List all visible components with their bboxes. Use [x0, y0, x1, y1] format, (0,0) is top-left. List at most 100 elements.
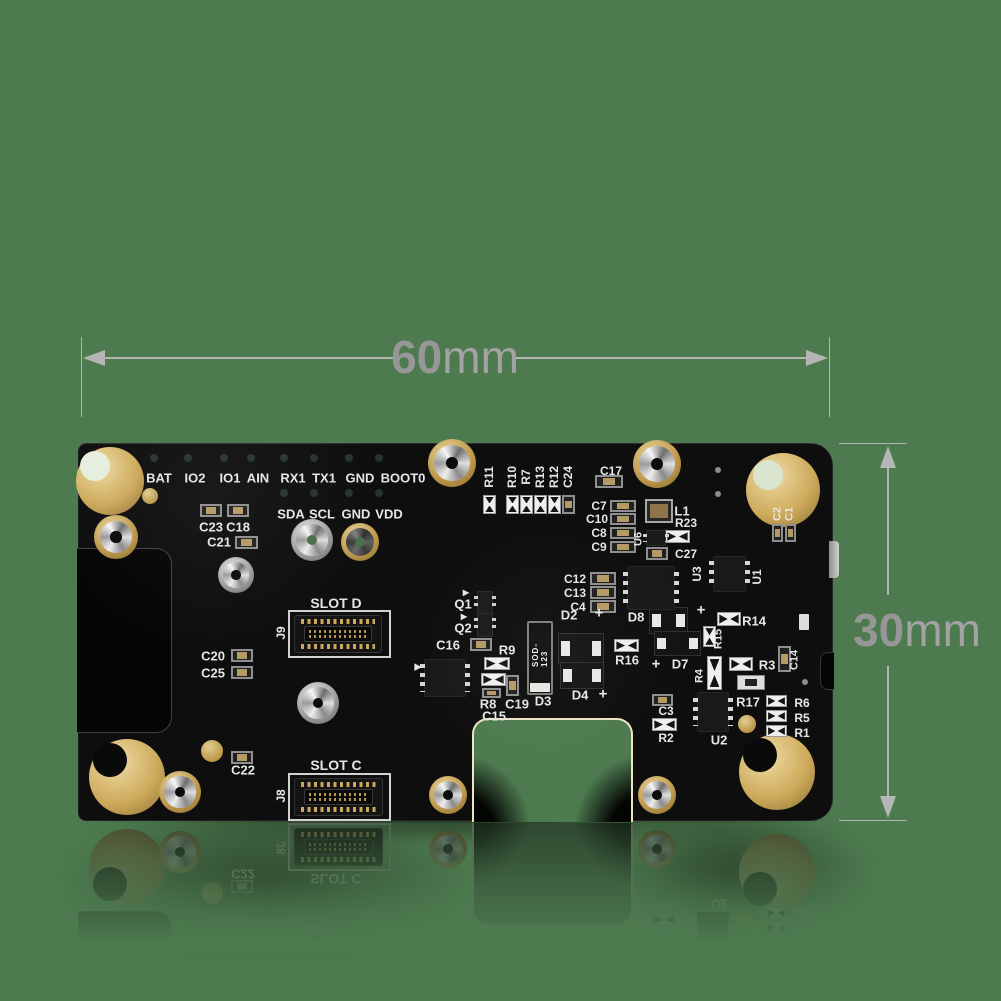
slot-pin-row — [301, 782, 376, 787]
dim-v-line-top — [887, 460, 889, 595]
pad-hole — [280, 454, 288, 462]
capacitor — [785, 524, 796, 542]
resistor — [484, 657, 510, 670]
silk-R5: R5 — [794, 711, 810, 725]
silk-IO2: IO2 — [184, 470, 206, 486]
capacitor — [646, 547, 668, 560]
capacitor — [610, 541, 636, 553]
silk-RX1: RX1 — [280, 470, 306, 486]
capacitor — [610, 513, 636, 525]
silk-D2: D2 — [560, 607, 578, 623]
pad-hole — [345, 489, 353, 497]
silk-C2: C2 — [771, 506, 784, 522]
capacitor — [506, 675, 519, 696]
silk-R2: R2 — [658, 731, 674, 745]
fiducial-dot — [715, 491, 721, 497]
silk-R12: R12 — [547, 465, 561, 489]
silk-x: ▶ — [460, 612, 468, 621]
pad-hole — [150, 454, 158, 462]
screw — [429, 776, 467, 814]
silk-C20: C20 — [201, 648, 225, 664]
resistor — [766, 725, 787, 737]
capacitor — [590, 572, 616, 585]
silk-C10: C10 — [585, 512, 609, 526]
screw — [291, 519, 333, 561]
mount-pad-hole — [93, 743, 127, 777]
silk-x: + — [598, 685, 608, 703]
slot-inner-socket — [304, 626, 372, 642]
silk-U1: U1 — [750, 569, 764, 585]
dim-h-value: 60 — [391, 331, 443, 383]
capacitor — [200, 504, 222, 517]
ic-chip — [709, 556, 750, 592]
slot-outline-J8 — [288, 773, 391, 821]
silk-R1: R1 — [794, 726, 810, 740]
silk-C13: C13 — [563, 586, 587, 600]
pad-hole — [184, 454, 192, 462]
silk-C9: C9 — [591, 540, 607, 554]
mount-pad-hole — [743, 738, 777, 772]
silk-GND: GND — [345, 470, 375, 486]
screw-hole — [652, 790, 662, 800]
reflection-fade — [0, 823, 1001, 953]
resistor — [481, 673, 506, 686]
silk-R7: R7 — [519, 469, 533, 485]
fiducial-dot — [715, 467, 721, 473]
screw-hole — [445, 456, 459, 470]
pad-hole — [220, 454, 228, 462]
dim-v-value: 30 — [853, 604, 905, 656]
silk-Q2: Q2 — [454, 620, 472, 636]
silk-IO1: IO1 — [219, 470, 241, 486]
silk-R16: R16 — [615, 652, 639, 668]
silk-U3: U3 — [690, 566, 704, 582]
silk-R8: R8 — [479, 696, 497, 712]
screw — [159, 771, 201, 813]
silk-C23: C23 — [199, 519, 223, 535]
silk-R4: R4 — [693, 668, 706, 684]
resistor — [483, 495, 496, 514]
silk-x: + — [594, 604, 604, 622]
silk-R11: R11 — [482, 466, 496, 488]
resistor — [534, 495, 547, 514]
silk-Q1: Q1 — [454, 596, 472, 612]
screw-hole — [174, 786, 186, 798]
silk-x: ▶ — [462, 588, 470, 597]
silk-VDD: VDD — [375, 506, 403, 522]
resistor — [766, 695, 787, 707]
dim-h-ext-left — [81, 337, 82, 417]
resistor — [548, 495, 561, 514]
resistor — [707, 656, 722, 690]
silk-R6: R6 — [794, 696, 810, 710]
screw-hole — [355, 537, 365, 547]
dim-v-ext-top — [839, 443, 907, 444]
dim-h-unit: mm — [442, 331, 519, 383]
ic-chip — [623, 566, 679, 610]
silk-C3: C3 — [658, 704, 674, 718]
capacitor — [235, 536, 258, 549]
dim-v-line-bottom — [887, 666, 889, 798]
gold-dot — [738, 715, 756, 733]
screw-hole — [306, 534, 318, 546]
dim-h-line-right — [512, 357, 816, 359]
silk-GND: GND — [341, 506, 371, 522]
capacitor — [590, 600, 616, 613]
capacitor — [778, 646, 791, 672]
silk-C24: C24 — [561, 465, 575, 489]
silk-C1: C1 — [783, 506, 796, 522]
slot-inner-socket — [304, 789, 373, 805]
pad-hole — [345, 454, 353, 462]
dim-h-text: 60mm — [391, 334, 519, 380]
diode — [649, 607, 688, 634]
dim-v-ext-bottom — [839, 820, 907, 821]
silk-x: ▶ — [414, 661, 422, 672]
sense-resistor — [737, 675, 765, 690]
dim-h-ext-right — [829, 337, 830, 417]
silk-C17: C17 — [599, 464, 623, 478]
dim-v-arrow-up — [880, 446, 896, 468]
resistor — [717, 612, 741, 626]
slot-connector-J9 — [294, 615, 382, 653]
resistor — [652, 718, 677, 731]
capacitor — [610, 500, 636, 512]
